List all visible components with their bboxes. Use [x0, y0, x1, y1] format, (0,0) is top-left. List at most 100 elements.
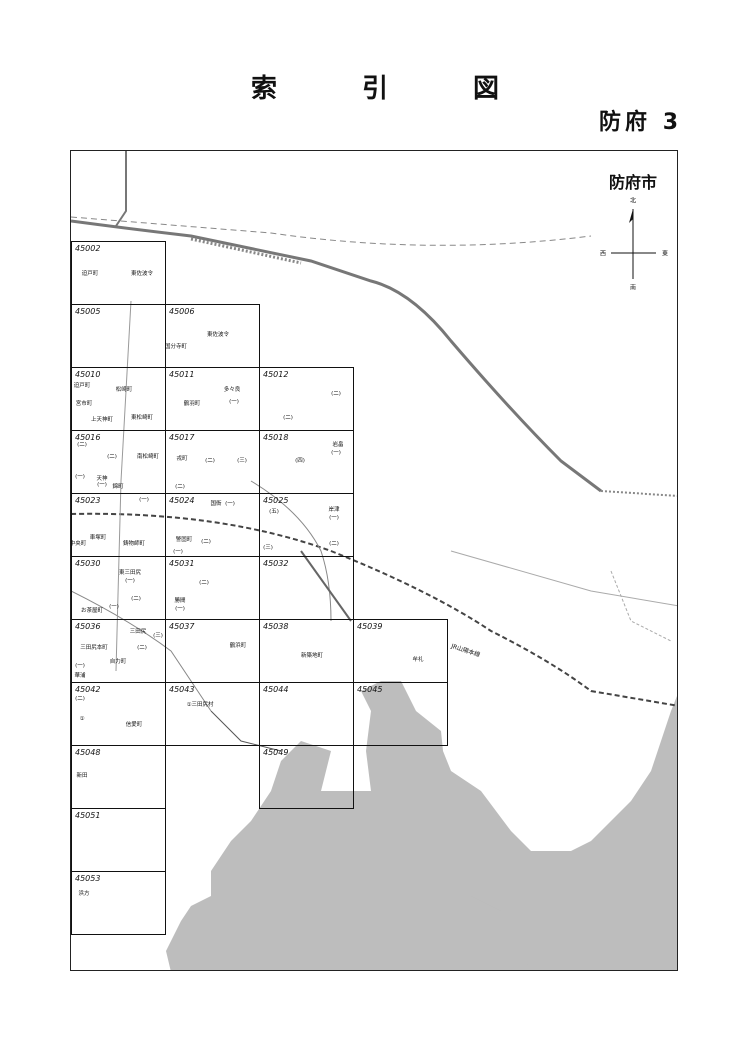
grid-cell-45025[interactable]: 45025(五)岸津(一)(二)(三)	[259, 493, 354, 557]
page-title: 索 引 図	[250, 74, 538, 104]
place-label: (二)	[137, 645, 147, 651]
city-name: 防府市	[608, 173, 657, 192]
place-label: 三田尻	[129, 629, 147, 635]
compass-east: 東	[661, 250, 669, 258]
place-label: 新築地町	[300, 653, 324, 659]
place-label: 自力町	[109, 659, 127, 665]
place-label: (一)	[109, 604, 119, 610]
place-label: 三田尻本町	[80, 645, 108, 651]
place-label: (一)	[331, 450, 341, 456]
compass-north: 北	[629, 197, 637, 205]
grid-cell-id: 45018	[263, 433, 289, 442]
place-label: 中央町	[70, 541, 87, 547]
grid-cell-45045[interactable]: 45045	[353, 682, 448, 746]
place-label: 国分寺町	[164, 344, 188, 350]
grid-cell-45038[interactable]: 45038 新築地町	[259, 619, 354, 683]
place-label: (二)	[283, 415, 293, 421]
place-label: 華浦	[74, 673, 86, 679]
place-label: 東佐波令	[206, 332, 230, 338]
place-label: 岩畠	[332, 442, 344, 448]
place-label: 錦町	[112, 484, 124, 490]
place-label: 信愛町	[125, 722, 143, 728]
road-4	[115, 300, 132, 672]
grid-cell-45018[interactable]: 45018 (四) 岩畠 (一)	[259, 430, 354, 494]
place-label: 迫戸町	[73, 383, 91, 389]
place-label: 南松崎町	[136, 454, 160, 460]
grid-cell-45049[interactable]: 45049	[259, 745, 354, 809]
grid-cell-id: 45012	[263, 370, 289, 379]
place-label: 車塚町	[89, 535, 107, 541]
grid-cell-id: 45044	[263, 685, 289, 694]
grid-cell-id: 45024	[169, 496, 195, 505]
coast-line	[210, 710, 282, 752]
place-label: (三)	[153, 633, 163, 639]
place-label: (二)	[175, 484, 185, 490]
expressway-tail	[600, 490, 677, 497]
place-label: ①三田尻村	[186, 702, 214, 708]
railway	[71, 512, 677, 707]
place-label: 新田	[76, 773, 88, 779]
grid-cell-45037[interactable]: 45037 鶴浜町	[165, 619, 260, 683]
road-6	[610, 570, 672, 642]
place-label: 警固町	[175, 537, 193, 543]
place-label: (二)	[205, 458, 215, 464]
grid-cell-id: 45011	[169, 370, 195, 379]
grid-cell-45043[interactable]: 45043 ①三田尻村	[165, 682, 260, 746]
place-label: 国衙	[210, 501, 222, 507]
map-base	[71, 151, 677, 970]
grid-cell-id: 45045	[357, 685, 383, 694]
road-3	[300, 550, 352, 622]
grid-cell-45005[interactable]: 45005	[71, 304, 166, 368]
grid-cell-id: 45037	[169, 622, 195, 631]
grid-cell-id: 45031	[169, 559, 195, 568]
place-label: (一)	[173, 549, 183, 555]
grid-cell-id: 45023	[75, 496, 101, 505]
north-road	[115, 151, 127, 227]
grid-cell-45016[interactable]: 45016(二)(二)南松崎町天神(一)(一)錦町	[71, 430, 166, 494]
place-label: 鶴浜町	[229, 643, 247, 649]
grid-cell-id: 45002	[75, 244, 101, 253]
place-label: 牟礼	[412, 657, 424, 663]
place-label: (一)	[75, 663, 85, 669]
place-label: (一)	[329, 515, 339, 521]
grid-cell-45044[interactable]: 45044	[259, 682, 354, 746]
grid-cell-45051[interactable]: 45051	[71, 808, 166, 872]
grid-cell-id: 45038	[263, 622, 289, 631]
place-label: (三)	[237, 458, 247, 464]
grid-cell-45032[interactable]: 45032	[259, 556, 354, 620]
grid-cell-45031[interactable]: 45031(二)勝間(一)	[165, 556, 260, 620]
grid-cell-id: 45025	[263, 496, 289, 505]
place-label: (二)	[329, 541, 339, 547]
place-label: 宮市町	[75, 401, 93, 407]
place-label: 松崎町	[115, 387, 133, 393]
grid-cell-id: 45043	[169, 685, 195, 694]
place-label: (二)	[201, 539, 211, 545]
place-label: 天神	[96, 476, 108, 482]
expressway-dashed	[190, 237, 302, 265]
place-label: (四)	[295, 458, 305, 464]
place-label: (二)	[77, 442, 87, 448]
grid-cell-id: 45051	[75, 811, 101, 820]
grid-cell-45012[interactable]: 45012(二)(二)	[259, 367, 354, 431]
grid-cell-id: 45042	[75, 685, 101, 694]
grid-cell-id: 45010	[75, 370, 101, 379]
planned-road	[71, 216, 592, 246]
grid-cell-id: 45049	[263, 748, 289, 757]
place-label: (二)	[199, 580, 209, 586]
sheet-label: 防府 3	[599, 110, 682, 135]
place-label: 鋳物師町	[122, 541, 146, 547]
